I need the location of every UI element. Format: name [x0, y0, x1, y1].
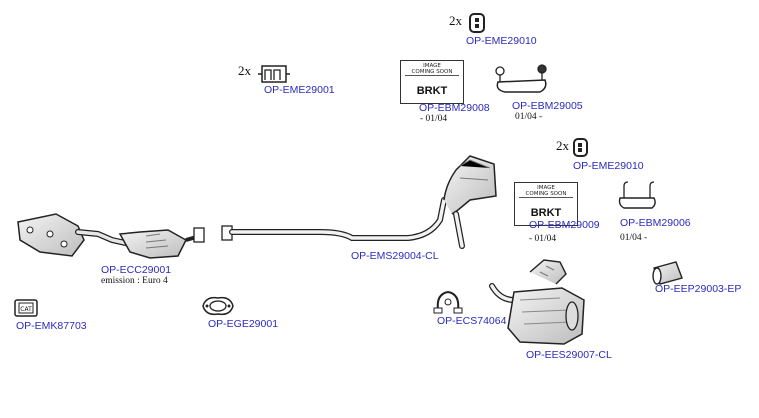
part-link-ebm29006[interactable]: OP-EBM29006 [620, 217, 691, 229]
bracket-ebm29008-image-placeholder[interactable]: IMAGE COMING SOON BRKT [400, 60, 464, 104]
part-link-emk87703[interactable]: OP-EMK87703 [16, 320, 87, 332]
part-link-ees29007[interactable]: OP-EES29007-CL [526, 349, 612, 361]
divider [405, 75, 459, 76]
divider [519, 197, 573, 198]
part-link-ebm29005[interactable]: OP-EBM29005 [512, 100, 583, 112]
gasket-icon[interactable] [202, 296, 234, 316]
qty-eme29010-top: 2x [449, 13, 462, 28]
hanger-kit-icon[interactable] [258, 65, 290, 83]
part-link-ecs74064[interactable]: OP-ECS74064 [437, 315, 507, 327]
part-link-ecc29001[interactable]: OP-ECC29001 [101, 264, 172, 276]
note-ebm29005: 01/04 - [515, 112, 543, 122]
bracket-ebm29006-icon[interactable] [618, 181, 656, 209]
brkt-text: BRKT [530, 207, 562, 219]
part-link-eep29003[interactable]: OP-EEP29003-EP [655, 283, 742, 295]
qty-eme29010-mid: 2x [556, 138, 569, 153]
cat-badge-icon[interactable]: CAT [14, 299, 38, 317]
end-pipe-icon[interactable] [652, 261, 683, 285]
clamp-icon[interactable] [433, 290, 463, 314]
middle-pipe-icon[interactable] [221, 155, 497, 249]
rear-silencer-icon[interactable] [489, 259, 585, 345]
catalytic-converter-icon[interactable] [17, 213, 205, 259]
bracket-ebm29009-image-placeholder[interactable]: IMAGE COMING SOON BRKT [514, 182, 578, 226]
qty-eme29001: 2x [238, 63, 251, 78]
part-link-eme29001[interactable]: OP-EME29001 [264, 84, 335, 96]
part-link-ege29001[interactable]: OP-EGE29001 [208, 318, 279, 330]
part-link-ebm29008[interactable]: OP-EBM29008 [419, 102, 490, 114]
note-ebm29008: - 01/04 [420, 114, 448, 124]
note-ebm29009: - 01/04 [529, 234, 557, 244]
part-link-ems29004[interactable]: OP-EMS29004-CL [351, 250, 439, 262]
bracket-ebm29005-icon[interactable] [495, 64, 547, 93]
part-link-eme29010-top[interactable]: OP-EME29010 [466, 35, 537, 47]
rubber-mount-mid-icon[interactable] [573, 138, 588, 157]
image-coming-soon-text: IMAGE COMING SOON [411, 63, 453, 75]
part-link-eme29010-mid[interactable]: OP-EME29010 [573, 160, 644, 172]
image-coming-soon-text: IMAGE COMING SOON [525, 185, 567, 197]
note-ebm29006: 01/04 - [620, 233, 648, 243]
brkt-text: BRKT [416, 85, 448, 97]
note-ecc29001-emission: emission : Euro 4 [101, 276, 168, 286]
part-link-ebm29009[interactable]: OP-EBM29009 [529, 219, 600, 231]
rubber-mount-top-icon[interactable] [469, 13, 485, 33]
svg-text:CAT: CAT [20, 306, 32, 313]
